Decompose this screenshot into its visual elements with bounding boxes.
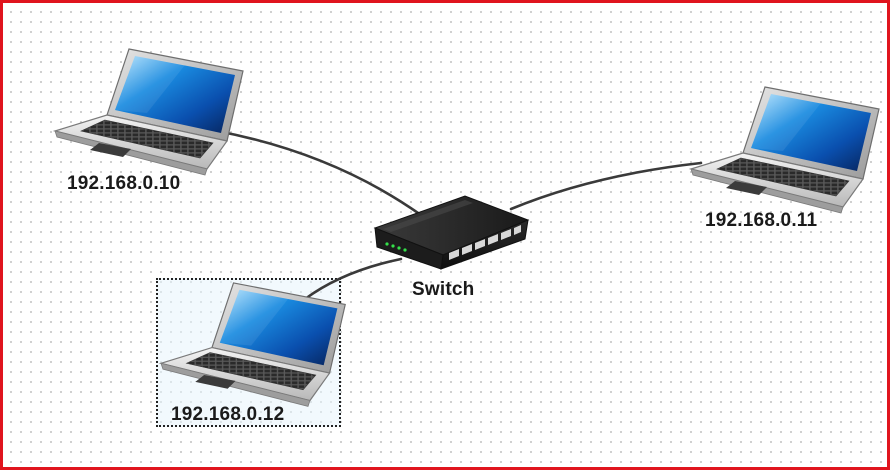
node-label-laptop3: 192.168.0.12: [171, 404, 285, 425]
network-diagram: [54, 48, 880, 407]
node-label-laptop1: 192.168.0.10: [67, 173, 181, 194]
laptop-icon[interactable]: [160, 282, 346, 407]
cable-laptop3-switch[interactable]: [303, 257, 403, 301]
laptop-icon[interactable]: [690, 86, 880, 214]
switch-icon[interactable]: [373, 195, 530, 270]
laptop-icon[interactable]: [54, 48, 244, 176]
node-label-laptop2: 192.168.0.11: [705, 210, 818, 231]
cable-laptop2-switch[interactable]: [509, 161, 703, 211]
node-label-switch: Switch: [412, 279, 475, 300]
cable-laptop1-switch[interactable]: [215, 129, 423, 217]
